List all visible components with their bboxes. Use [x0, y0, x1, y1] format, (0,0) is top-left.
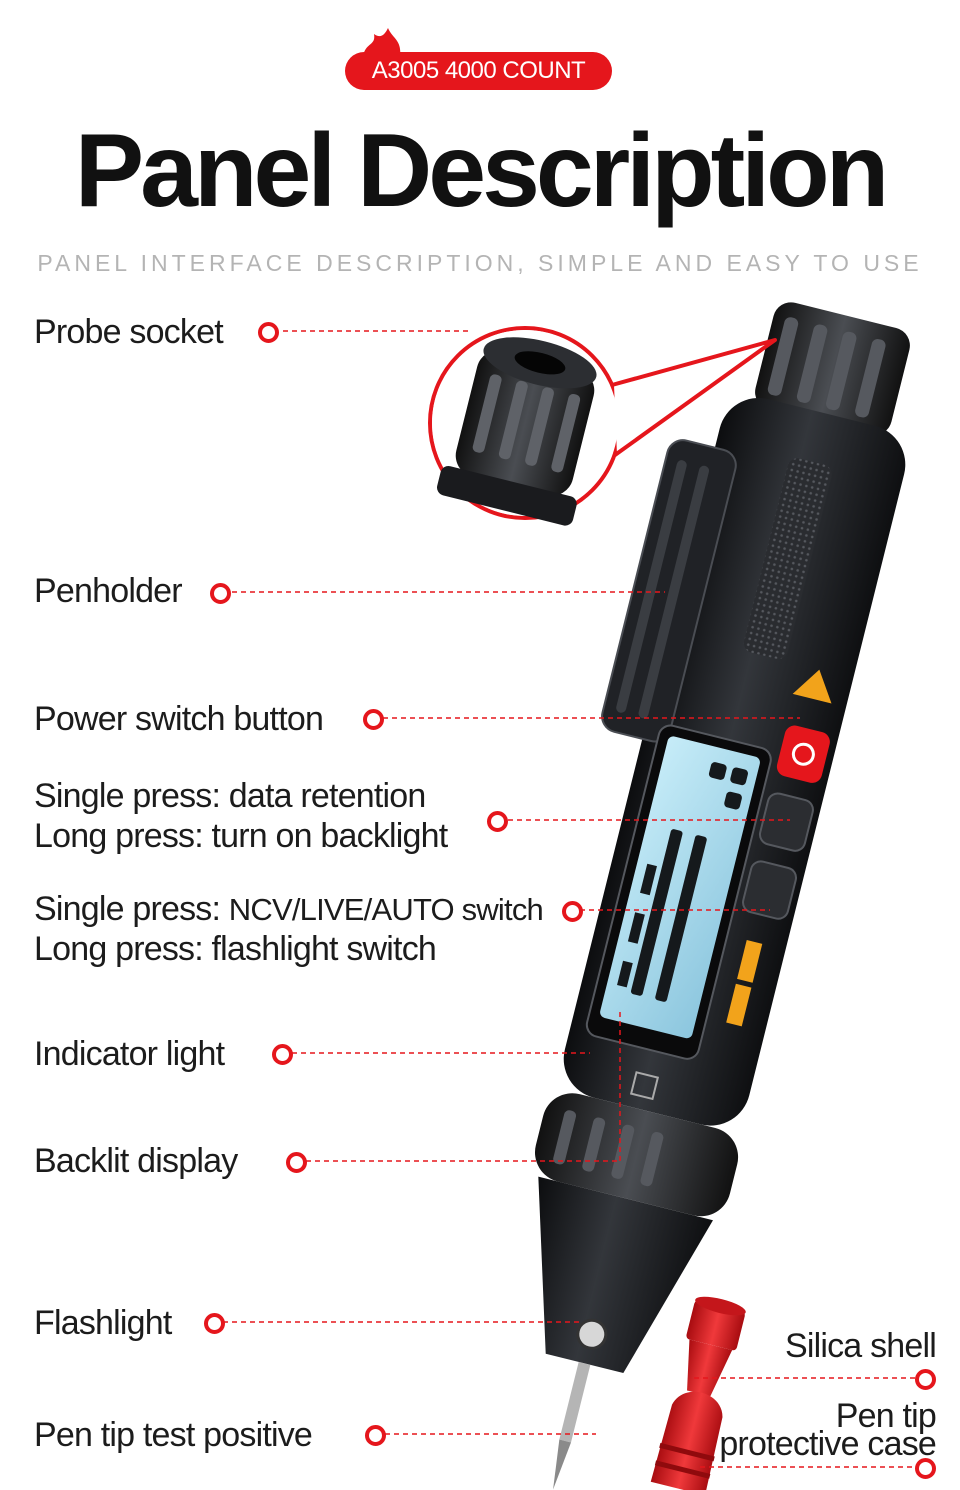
label-mode-line2: Long press: flashlight switch: [34, 930, 437, 968]
callout-dot-power-switch: [363, 709, 384, 730]
label-mode-line1-suffix: NCV/LIVE/AUTO switch: [228, 892, 544, 927]
flame-icon: [363, 28, 401, 56]
label-indicator-light: Indicator light: [34, 1035, 225, 1073]
label-probe-socket: Probe socket: [34, 313, 224, 351]
label-pen-tip-test: Pen tip test positive: [34, 1416, 313, 1454]
label-power-switch: Power switch button: [34, 700, 324, 738]
silica-shell: [686, 1296, 746, 1397]
label-mode-line1-prefix: Single press:: [34, 890, 229, 928]
callout-dot-mode-button: [562, 901, 583, 922]
callout-dot-penholder: [210, 583, 231, 604]
label-backlit-display: Backlit display: [34, 1142, 238, 1180]
page-title: Panel Description: [74, 113, 889, 229]
label-mode-line1: Single press: NCV/LIVE/AUTO switch: [34, 889, 544, 930]
label-hold-line2: Long press: turn on backlight: [34, 817, 448, 855]
probe-socket-zoom: [437, 337, 597, 526]
callout-dot-pen-tip-case: [915, 1458, 936, 1479]
page-subtitle: PANEL INTERFACE DESCRIPTION, SIMPLE AND …: [37, 250, 923, 276]
label-silica-shell: Silica shell: [784, 1327, 937, 1365]
callout-dot-silica-shell: [915, 1369, 936, 1390]
label-pen-tip-case-line1: Pen tip: [835, 1397, 937, 1435]
callout-dot-pen-tip-test: [365, 1425, 386, 1446]
label-flashlight: Flashlight: [34, 1304, 172, 1342]
pen-tip-protective-case: [650, 1391, 723, 1490]
pen-body: [534, 302, 910, 1490]
label-hold-line1: Single press: data retention: [34, 777, 426, 815]
callout-dot-indicator-light: [272, 1044, 293, 1065]
model-badge: A3005 4000 COUNT: [345, 52, 612, 90]
label-penholder: Penholder: [34, 572, 183, 610]
callout-dot-backlit-display: [286, 1152, 307, 1173]
callout-dot-hold-button: [487, 811, 508, 832]
callout-dot-flashlight: [204, 1313, 225, 1334]
callout-dot-probe-socket: [258, 322, 279, 343]
label-pen-tip-case-line2: protective case: [719, 1425, 936, 1463]
